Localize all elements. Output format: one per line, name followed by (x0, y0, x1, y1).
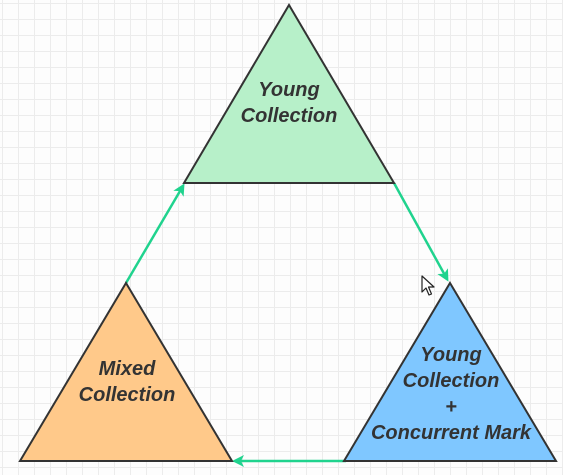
mixed-collection-label: Mixed Collection (67, 356, 187, 408)
label-line: Mixed (98, 358, 156, 380)
label-line: Collection (78, 384, 176, 406)
edge-young-to-concurrent[interactable] (392, 182, 449, 282)
label-line: Young (420, 344, 482, 366)
node-mixed-collection[interactable] (18, 281, 234, 462)
node-young-collection[interactable] (182, 3, 396, 184)
young-collection-label: Young Collection (229, 77, 349, 129)
young-concurrent-label: Young Collection + Concurrent Mark (356, 342, 546, 446)
label-line: Collection (240, 105, 338, 127)
mouse-pointer-icon (421, 275, 435, 296)
node-young-concurrent-mark[interactable] (342, 281, 558, 462)
edge-mixed-to-young[interactable] (124, 183, 185, 284)
label-line: Young (258, 79, 320, 101)
label-line: Collection (402, 370, 500, 392)
label-line: + (445, 396, 457, 418)
label-line: Concurrent Mark (370, 422, 532, 444)
